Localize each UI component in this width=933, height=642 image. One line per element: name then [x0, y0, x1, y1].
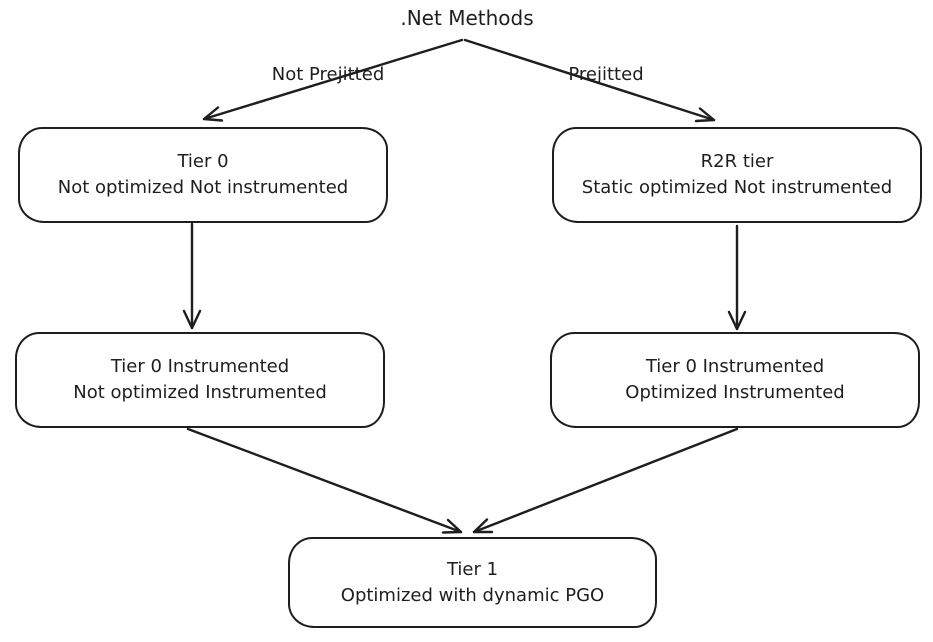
node-tier0-instrumented-optimized-subtitle: Optimized Instrumented: [625, 382, 845, 403]
edge-tier0-to-instrumented-arrowhead-icon: [182, 309, 202, 330]
node-tier1-title: Tier 1: [446, 558, 499, 580]
node-r2r-tier-subtitle: Static optimized Not instrumented: [581, 177, 893, 198]
edge-right-to-tier1-arrowhead-icon: [472, 518, 494, 534]
node-tier0-instrumented-subtitle: Not optimized Instrumented: [73, 382, 327, 403]
node-tier0-subtitle: Not optimized Not instrumented: [57, 177, 349, 198]
node-tier0: Tier 0 Not optimized Not instrumented: [18, 127, 388, 223]
branch-label-not-prejitted: Not Prejitted: [271, 64, 385, 85]
node-tier0-instrumented-optimized: Tier 0 Instrumented Optimized Instrument…: [550, 332, 920, 428]
edge-r2r-to-instrumented-arrowhead-icon: [727, 310, 747, 331]
root-label: .Net Methods: [400, 6, 534, 30]
edge-left-to-tier1-line: [186, 427, 463, 534]
node-tier0-instrumented-optimized-title: Tier 0 Instrumented: [645, 356, 825, 377]
node-tier1: Tier 1 Optimized with dynamic PGO: [288, 537, 657, 628]
branch-label-prejitted: Prejitted: [568, 64, 644, 85]
node-r2r-tier: R2R tier Static optimized Not instrument…: [552, 127, 922, 223]
edge-right-to-tier1-line: [472, 427, 739, 534]
edge-prejitted-arrowhead-icon: [694, 107, 716, 123]
edge-not-prejitted-line: [202, 38, 464, 121]
node-tier0-instrumented-title: Tier 0 Instrumented: [110, 356, 290, 377]
edge-prejitted-line: [463, 38, 716, 122]
edge-left-to-tier1-arrowhead-icon: [441, 518, 463, 534]
node-r2r-tier-title: R2R tier: [700, 151, 774, 172]
node-tier1-subtitle: Optimized with dynamic PGO: [340, 584, 605, 606]
node-tier0-title: Tier 0: [177, 151, 229, 172]
edge-not-prejitted-arrowhead-icon: [202, 106, 224, 122]
node-tier0-instrumented: Tier 0 Instrumented Not optimized Instru…: [15, 332, 385, 428]
